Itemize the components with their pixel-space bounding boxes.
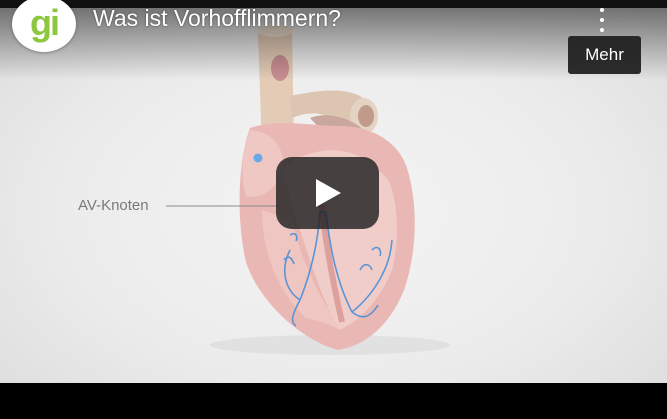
more-dot bbox=[600, 8, 604, 12]
more-tooltip: Mehr bbox=[568, 36, 641, 74]
video-frame[interactable]: AV-Knoten gi Was ist Vorhofflimmern? Meh… bbox=[0, 0, 667, 383]
video-title-link[interactable]: Was ist Vorhofflimmern? bbox=[93, 4, 341, 32]
more-dot bbox=[600, 18, 604, 22]
av-node-label: AV-Knoten bbox=[78, 197, 149, 215]
player-bottom-bar bbox=[0, 383, 667, 419]
play-icon bbox=[313, 177, 343, 209]
more-dot bbox=[600, 28, 604, 32]
more-vert-icon[interactable] bbox=[590, 6, 614, 34]
channel-logo-text: gi bbox=[30, 5, 58, 41]
play-button[interactable] bbox=[276, 157, 379, 229]
